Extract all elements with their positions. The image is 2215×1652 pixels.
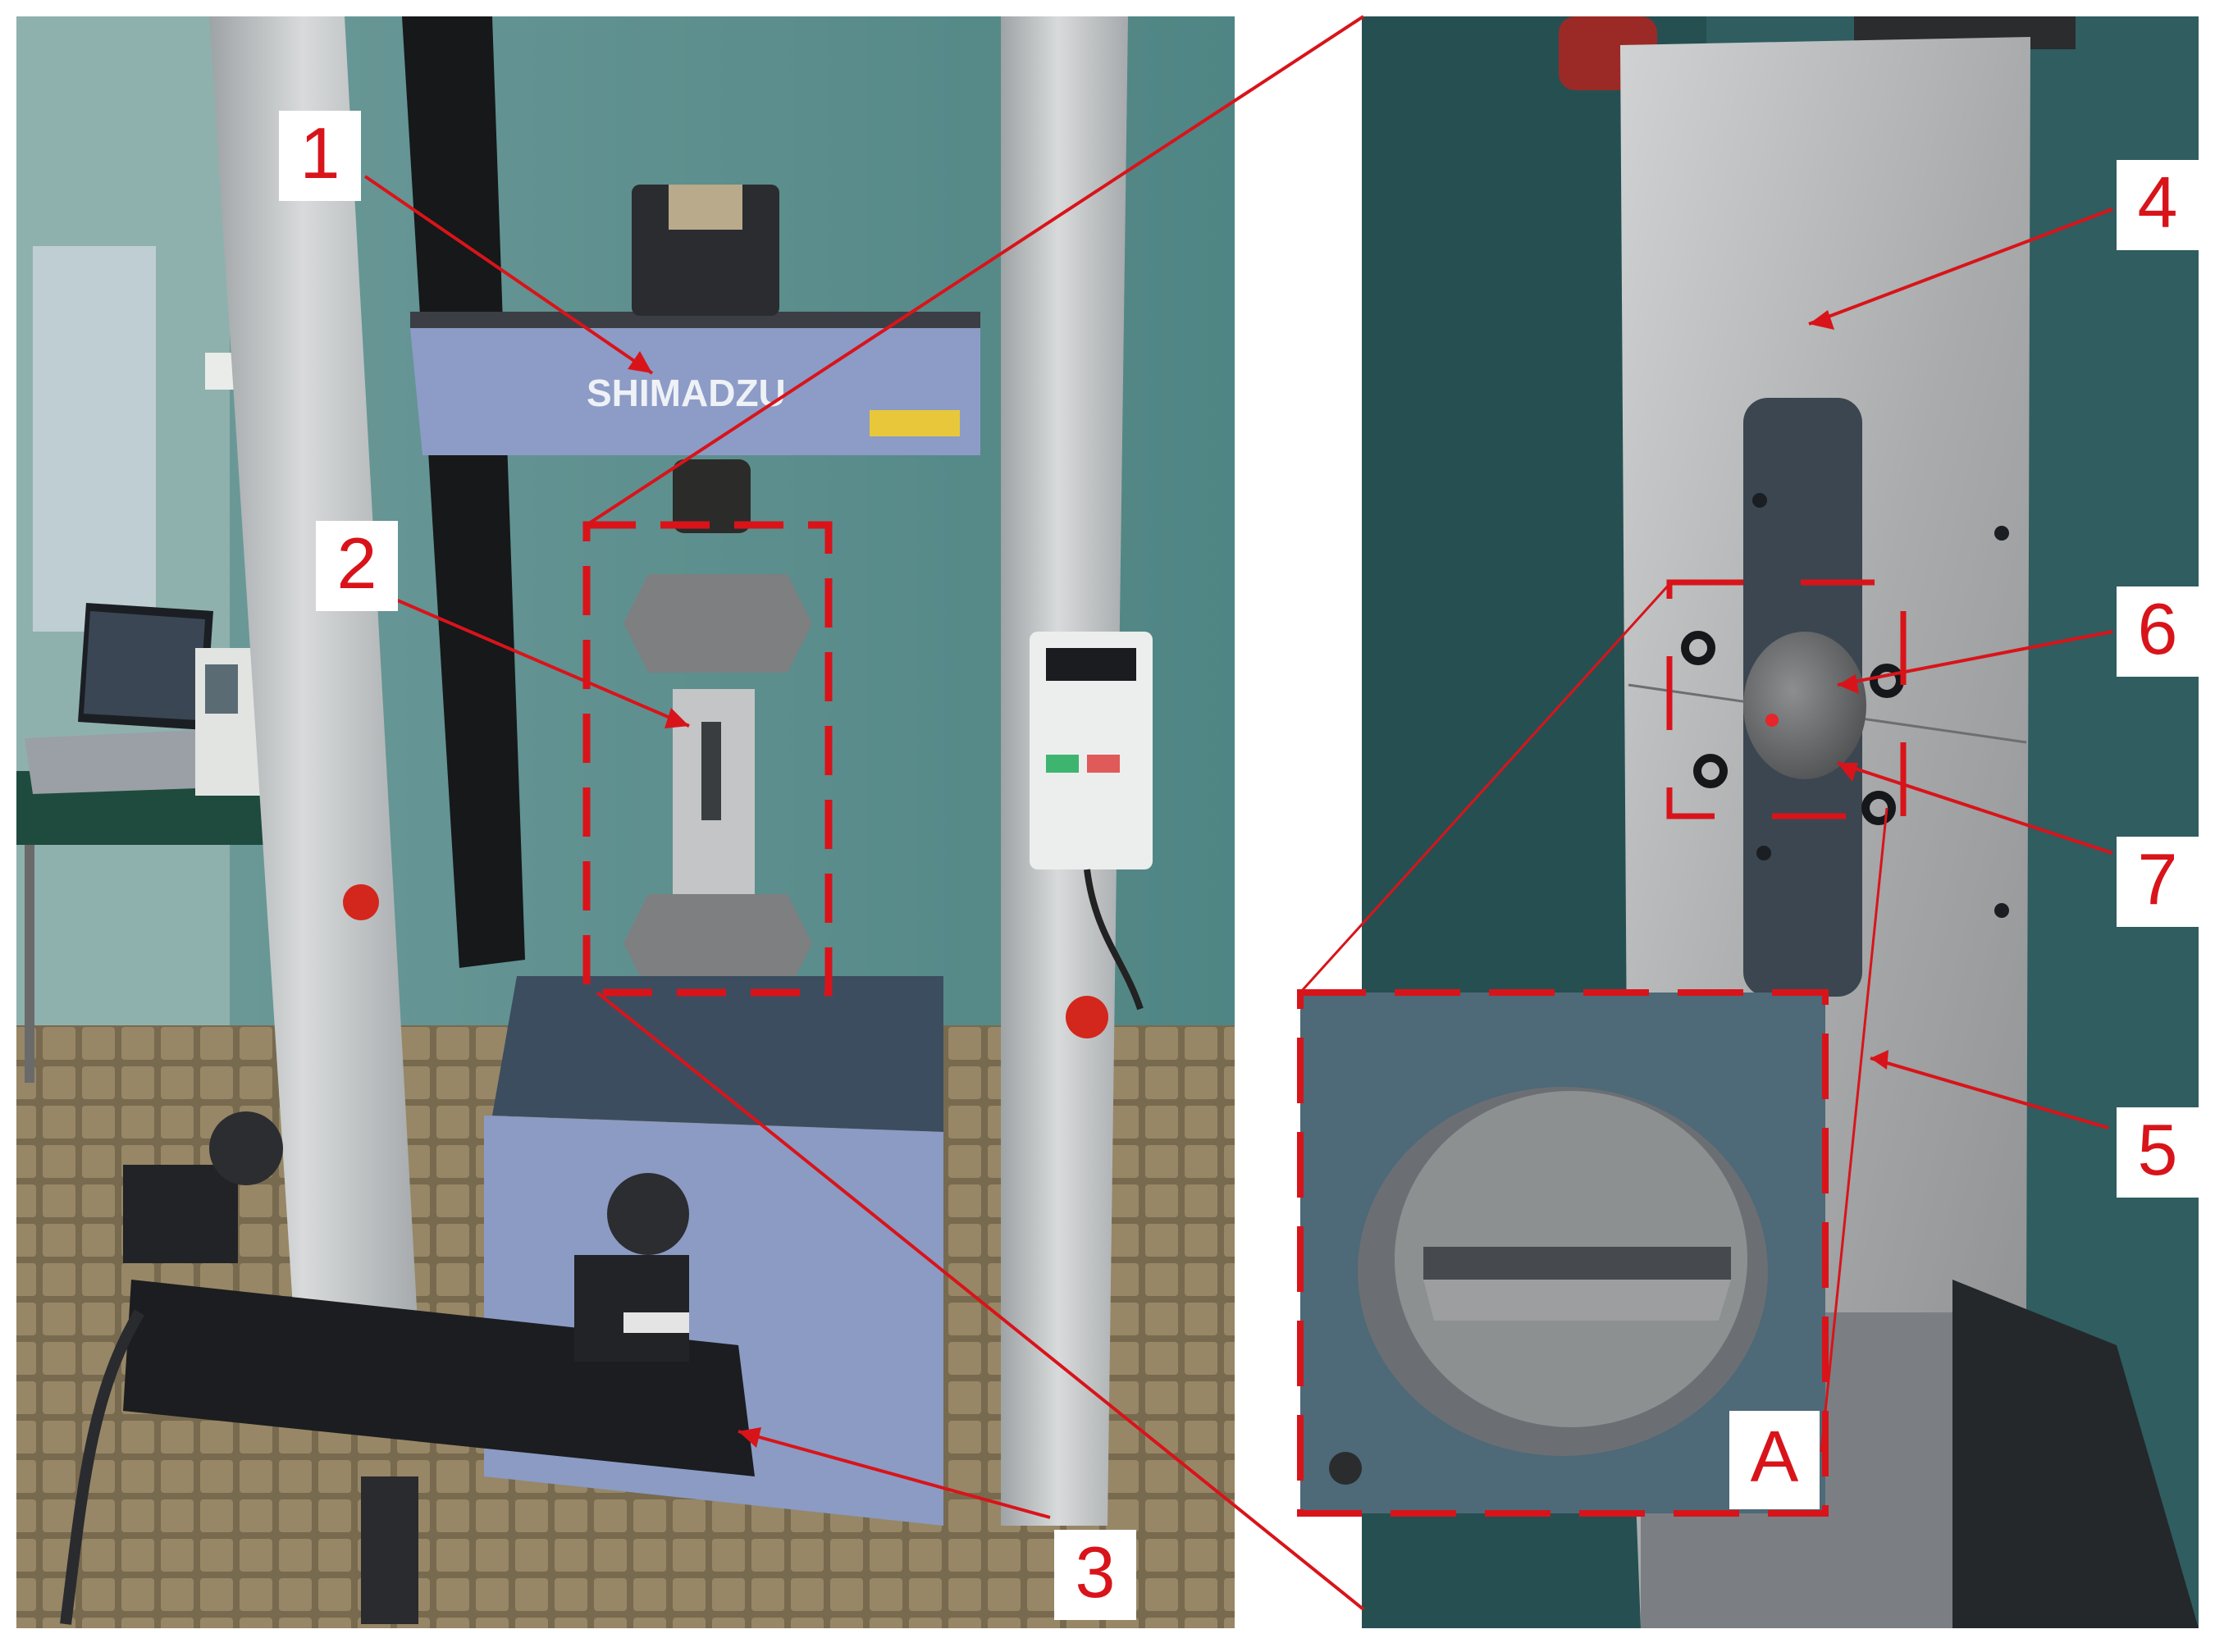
warning-label xyxy=(870,410,960,436)
bellows xyxy=(402,16,525,968)
label-a: A xyxy=(1729,1411,1820,1509)
left-photo: SHIMADZU xyxy=(16,16,1235,1628)
leader-6 xyxy=(1837,630,2113,687)
leader-target xyxy=(1820,807,1888,1453)
machine-table xyxy=(492,976,943,1132)
dic-targets xyxy=(1681,631,1904,825)
leader-4 xyxy=(1808,208,2113,326)
annotations xyxy=(363,15,2113,1611)
right-photo xyxy=(1300,16,2199,1628)
zoom-line-bottom xyxy=(596,991,1365,1611)
inset-a-photo xyxy=(1300,993,1825,1513)
left-column xyxy=(209,16,418,1345)
leader-2 xyxy=(393,597,690,728)
leader-1 xyxy=(363,175,654,375)
lower-grip xyxy=(623,894,812,993)
zoom-line-top xyxy=(585,15,1365,527)
emergency-stop-right xyxy=(1066,996,1108,1038)
leader-5 xyxy=(1870,1056,2109,1129)
tripod xyxy=(361,1476,418,1624)
upper-grip xyxy=(623,574,812,673)
laptop-base xyxy=(25,730,222,794)
specimen-disk xyxy=(1743,632,1866,779)
label-6: 6 xyxy=(2117,586,2199,677)
arrowheads xyxy=(628,310,1888,1448)
camera-right xyxy=(574,1255,689,1362)
emergency-stop-left xyxy=(343,884,379,920)
label-5: 5 xyxy=(2117,1107,2199,1198)
dic-camera-rig xyxy=(60,1111,755,1625)
label-1: 1 xyxy=(279,111,361,201)
label-7: 7 xyxy=(2117,837,2199,927)
leader-3 xyxy=(738,1430,1051,1519)
inset-link-line xyxy=(1299,582,1671,994)
camera-left xyxy=(123,1165,238,1263)
label-3: 3 xyxy=(1054,1530,1136,1620)
inset-a-border xyxy=(1297,989,1829,1517)
label-2: 2 xyxy=(316,521,398,611)
shimadzu-logo: SHIMADZU xyxy=(587,372,786,414)
duct-pipe xyxy=(33,246,156,632)
leader-7 xyxy=(1837,761,2113,855)
region-box-left xyxy=(582,521,833,997)
region-box-right xyxy=(1666,579,1907,819)
label-4: 4 xyxy=(2117,160,2199,250)
testing-machine: SHIMADZU xyxy=(209,16,1153,1526)
hand-controller xyxy=(1030,632,1153,869)
camera-slide-rail xyxy=(123,1280,755,1476)
